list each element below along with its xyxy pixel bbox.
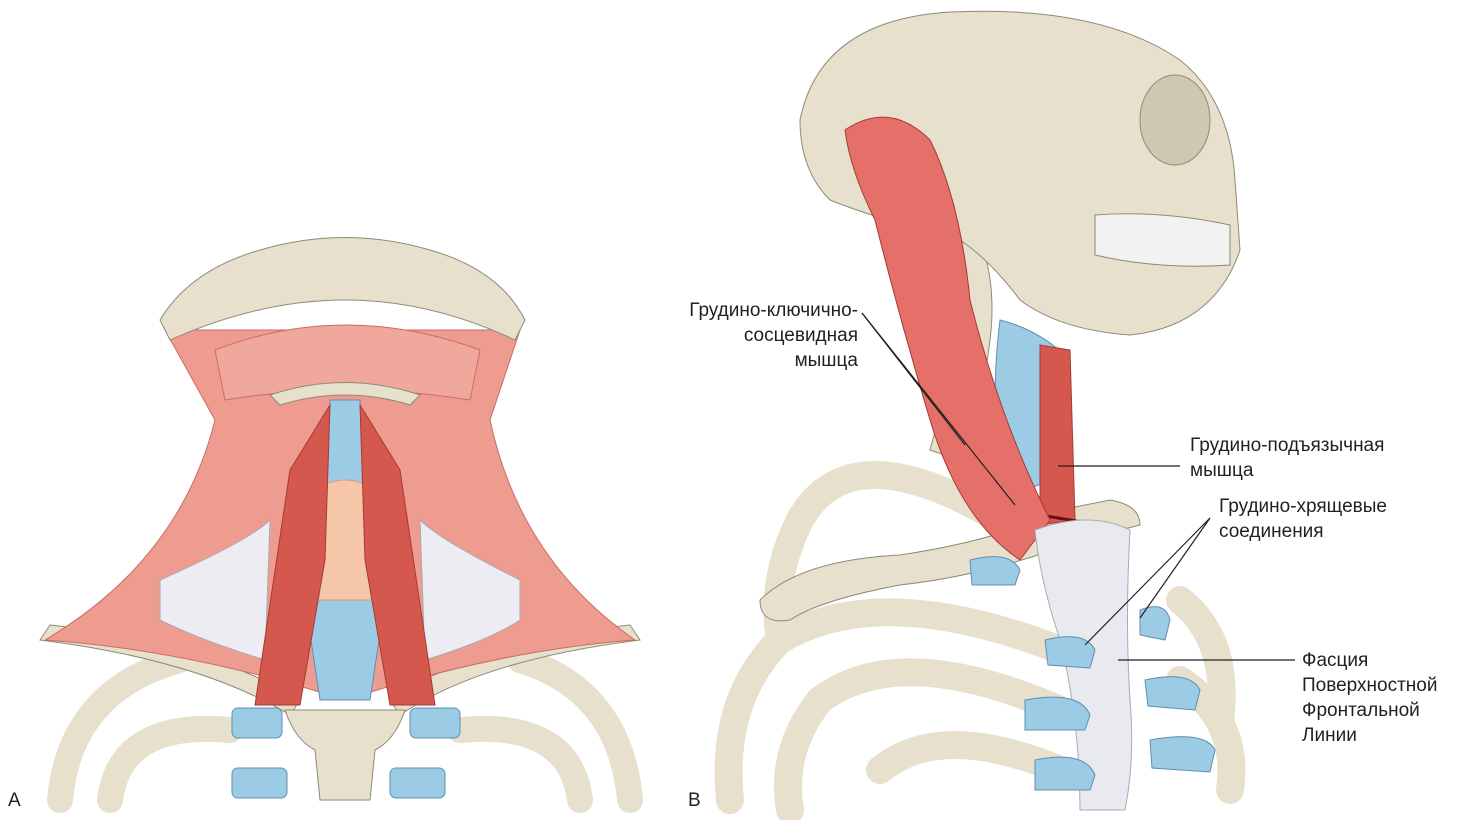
- panel-a-letter: A: [8, 790, 21, 811]
- panel-a-drawing: [39, 237, 643, 813]
- sternohyoid-label: Грудино-подъязычная мышца: [1190, 433, 1384, 483]
- skull-base-a: [159, 237, 526, 341]
- orbit-b: [1139, 74, 1211, 166]
- fascia-label-line: Линии: [1302, 725, 1357, 746]
- sternohyoid-label-line: мышца: [1190, 460, 1254, 481]
- scm-label-line: Грудино-ключично-: [689, 300, 858, 321]
- sternochondral-label-line: соединения: [1219, 521, 1324, 542]
- teeth-b: [1094, 213, 1231, 267]
- fascia-label-line: Фронтальной: [1302, 700, 1420, 721]
- fascia-label-line: Фасция: [1302, 650, 1369, 671]
- sternocleidomastoid-b: [844, 116, 1051, 561]
- sternohyoid-b: [1039, 344, 1076, 526]
- ribcage-a: [47, 647, 643, 813]
- scm-label: Грудино-ключично- сосцевидная мышца: [689, 298, 858, 373]
- manubrium-a: [284, 709, 406, 801]
- sternohyoid-label-line: Грудино-подъязычная: [1190, 435, 1385, 456]
- sternochondral-label: Грудино-хрящевые соединения: [1219, 494, 1387, 544]
- costal-cartilages-a: [231, 707, 461, 799]
- panel-b-drawing: [714, 10, 1295, 820]
- fascia-label: Фасция Поверхностной Фронтальной Линии: [1302, 648, 1437, 748]
- costal-cartilages-b: [969, 556, 1216, 791]
- scm-label-line: сосцевидная: [743, 325, 858, 346]
- leader-lines: [861, 312, 1295, 661]
- panel-b-letter: B: [688, 790, 701, 811]
- right-sternohyoid-a: [359, 403, 436, 706]
- sternochondral-label-line: Грудино-хрящевые: [1219, 496, 1387, 517]
- scm-label-line: мышца: [794, 350, 858, 371]
- fascia-label-line: Поверхностной: [1302, 675, 1438, 696]
- hyoid-a: [269, 382, 421, 406]
- left-sternohyoid-a: [254, 403, 331, 706]
